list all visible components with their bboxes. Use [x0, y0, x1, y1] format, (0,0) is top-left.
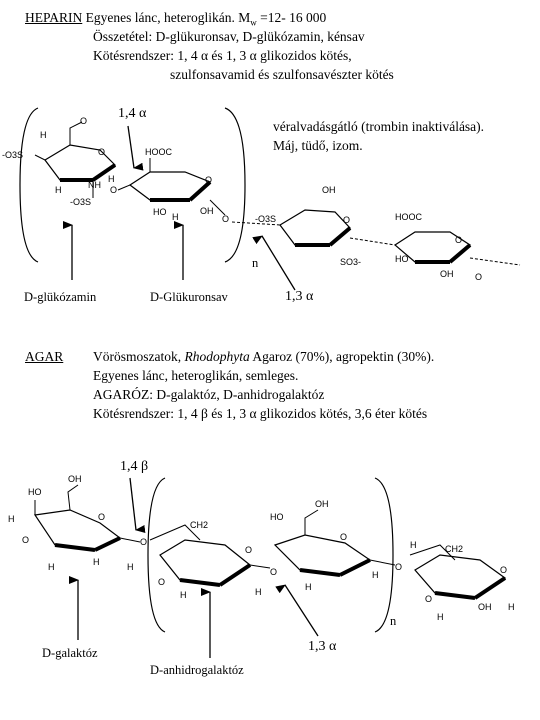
agar-arrow-13: [275, 584, 319, 637]
agar-agarose: AGARÓZ: D-galaktóz, D-anhidrogalaktóz: [93, 387, 325, 402]
agar-galactose-ring: [33, 484, 141, 552]
agar-source: Vörösmoszatok,: [93, 349, 185, 364]
heparin-note-function: véralvadásgátló (trombin inaktiválása).: [273, 119, 485, 134]
heparin-ring3-oh-top: OH: [322, 185, 336, 195]
agar-ring2-h-right: H: [255, 587, 262, 597]
heparin-ring1-h2: H: [55, 185, 62, 195]
agar-ring1-ho-top: HO: [28, 487, 42, 497]
heparin-so3-nh: -O3S: [70, 197, 91, 207]
agar-ring4-oh: OH: [478, 602, 492, 612]
heparin-mw-value: =12- 16 000: [256, 10, 327, 25]
agar-title: AGAR: [25, 349, 64, 364]
heparin-ring1-o-top: O: [80, 116, 87, 126]
agar-rhodophyta: Rhodophyta: [184, 349, 250, 364]
agar-repeat-bracket: [147, 477, 394, 633]
agar-ring1-oh-top: OH: [68, 474, 82, 484]
agar-ring4-h-right: H: [508, 602, 515, 612]
agar-chain-type: Egyenes lánc, heteroglikán, semleges.: [93, 368, 299, 383]
heparin-so3-right: -O3S: [255, 214, 276, 224]
heparin-glyco-o2: O: [222, 214, 229, 224]
heparin-glucuronic-ring: [117, 158, 226, 216]
heparin-bonds-cont: szulfonsavamid és szulfonsavészter kötés: [170, 67, 394, 82]
agar-ring2-h: H: [180, 590, 187, 600]
agar-ring1-o-left: O: [22, 535, 29, 545]
agar-ring3-h-right: H: [372, 570, 379, 580]
agar-ring3-o: O: [340, 532, 347, 542]
heparin-line1: Egyenes lánc, heteroglikán. M: [85, 10, 251, 25]
heparin-ring4: [393, 231, 521, 266]
heparin-repeat-n: n: [252, 256, 259, 270]
heparin-ring4-o-link: O: [475, 272, 482, 282]
agar-ring1-h-bottom: H: [48, 562, 55, 572]
agar-ring2-ch2: CH2: [190, 520, 208, 530]
agar-repeat-n: n: [390, 614, 397, 628]
heparin-repeat-bracket: [19, 107, 246, 263]
heparin-arrow-14: [127, 125, 144, 171]
heparin-glucosamine-ring: [34, 121, 117, 198]
heparin-mw-subscript: w: [250, 17, 257, 28]
agar-ring3-oh: OH: [315, 499, 329, 509]
heparin-ring2-oh-left: HO: [153, 207, 167, 217]
agar-ring4-h-top: H: [410, 540, 417, 550]
heparin-so3-left: -O3S: [2, 150, 23, 160]
heparin-bond-13-label: 1,3 α: [285, 289, 314, 304]
agar-ring1-h-left: H: [8, 514, 15, 524]
agar-bonds: Kötésrendszer: 1, 4 β és 1, 3 α glikozid…: [93, 406, 428, 421]
agar-arrow-14: [129, 477, 146, 533]
agar-ring2-o-bridge: O: [158, 577, 165, 587]
agar-ring3-o-link: O: [270, 567, 277, 577]
heparin-cooh-2: HOOC: [395, 212, 423, 222]
heparin-note-location: Máj, tüdő, izom.: [273, 138, 363, 153]
agar-glyco-o1: O: [140, 537, 147, 547]
agar-bond-14-label: 1,4 β: [120, 459, 149, 474]
heparin-arrow-13: [252, 235, 296, 291]
heparin-ring4-ho: HO: [395, 254, 409, 264]
agar-composition: Agaroz (70%), agropektin (30%).: [249, 349, 435, 364]
heparin-title: HEPARIN: [25, 10, 83, 25]
heparin-header-line1: HEPARIN Egyenes lánc, heteroglikán. Mw =…: [25, 10, 326, 31]
heparin-nh: NH: [88, 180, 101, 190]
heparin-ring2-o: O: [205, 175, 212, 185]
agar-glyco-o3: O: [395, 562, 402, 572]
agar-ring2-o: O: [245, 545, 252, 555]
heparin-glyco-o1: O: [110, 185, 117, 195]
heparin-bond-14-label: 1,4 α: [118, 106, 147, 121]
agar-galactose-ring-2: [273, 509, 396, 577]
heparin-unit-glucosamine: D-glükózamin: [24, 290, 97, 304]
agar-ring1-h-mid: H: [93, 557, 100, 567]
agar-unit-galactose: D-galaktóz: [42, 646, 98, 660]
agar-line1: Vörösmoszatok, Rhodophyta Agaroz (70%), …: [93, 349, 434, 365]
heparin-ring3-o: O: [343, 215, 350, 225]
agar-ring1-h-right: H: [127, 562, 134, 572]
heparin-unit-glucuronic-acid: D-Glükuronsav: [150, 290, 228, 304]
heparin-bonds: Kötésrendszer: 1, 4 α és 1, 3 α glikozid…: [93, 48, 352, 63]
heparin-composition: Összetétel: D-glükuronsav, D-glükózamin,…: [93, 29, 365, 44]
agar-ring4-h: H: [437, 612, 444, 622]
agar-ring4-o-bridge: O: [425, 594, 432, 604]
agar-ring4-o: O: [500, 565, 507, 575]
heparin-so3-ring: SO3-: [340, 257, 361, 267]
agar-ring1-o: O: [98, 512, 105, 522]
agar-anhydrogalactose-ring-2: [409, 544, 507, 600]
agar-ring4-ch2: CH2: [445, 544, 463, 554]
heparin-cooh-1: HOOC: [145, 147, 173, 157]
agar-bond-13-label: 1,3 α: [308, 639, 337, 654]
heparin-ring1-h1: H: [40, 130, 47, 140]
heparin-ring2-oh: OH: [200, 206, 214, 216]
heparin-ring1-o: O: [98, 147, 105, 157]
heparin-ring2-h: H: [172, 212, 179, 222]
agar-ring3-ho: HO: [270, 512, 284, 522]
heparin-ring1-h3: H: [108, 174, 115, 184]
agar-unit-anhydrogalactose: D-anhidrogalaktóz: [150, 663, 244, 677]
heparin-ring3: [231, 209, 396, 247]
heparin-ring4-o: O: [455, 235, 462, 245]
heparin-ring4-oh: OH: [440, 269, 454, 279]
agar-ring3-h: H: [305, 582, 312, 592]
agar-anhydrogalactose-ring: [149, 524, 271, 587]
